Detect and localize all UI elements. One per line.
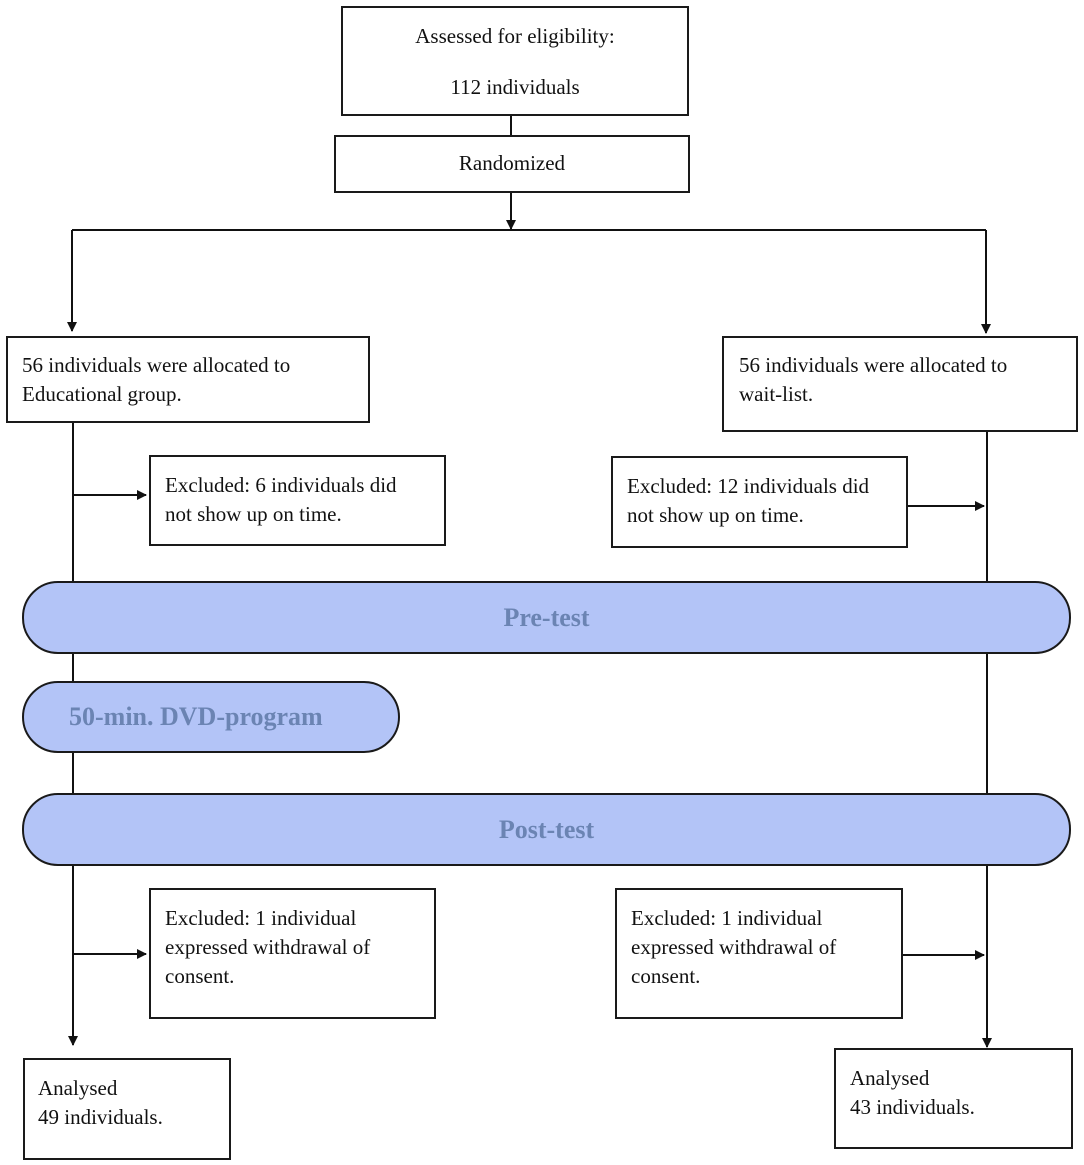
waitlist-group-text: 56 individuals were allocated to wait-li… xyxy=(739,353,1008,406)
analysed-box-left: Analysed 49 individuals. xyxy=(23,1058,231,1160)
excluded-box-left-1: Excluded: 6 individuals did not show up … xyxy=(149,455,446,546)
analysed-text-left: Analysed 49 individuals. xyxy=(38,1076,163,1129)
assessed-label: Assessed for eligibility: xyxy=(415,24,615,48)
pretest-banner: Pre-test xyxy=(22,581,1071,654)
posttest-label: Post-test xyxy=(498,814,595,844)
waitlist-group-box: 56 individuals were allocated to wait-li… xyxy=(722,336,1078,432)
assessed-eligibility-box: Assessed for eligibility: 112 individual… xyxy=(341,6,689,116)
excluded-text-left-2: Excluded: 1 individual expressed withdra… xyxy=(165,906,371,988)
analysed-box-right: Analysed 43 individuals. xyxy=(834,1048,1073,1149)
excluded-box-right-1: Excluded: 12 individuals did not show up… xyxy=(611,456,908,548)
educational-group-text: 56 individuals were allocated to Educati… xyxy=(22,353,291,406)
excluded-box-left-2: Excluded: 1 individual expressed withdra… xyxy=(149,888,436,1019)
excluded-box-right-2: Excluded: 1 individual expressed withdra… xyxy=(615,888,903,1019)
excluded-text-right-2: Excluded: 1 individual expressed withdra… xyxy=(631,906,837,988)
posttest-banner: Post-test xyxy=(22,793,1071,866)
excluded-text-right-1: Excluded: 12 individuals did not show up… xyxy=(627,474,870,527)
pretest-label: Pre-test xyxy=(503,602,590,632)
educational-group-box: 56 individuals were allocated to Educati… xyxy=(6,336,370,423)
randomized-box: Randomized xyxy=(334,135,690,193)
assessed-count: 112 individuals xyxy=(450,75,580,99)
dvd-program-label: 50-min. DVD-program xyxy=(69,702,323,731)
excluded-text-left-1: Excluded: 6 individuals did not show up … xyxy=(165,473,397,526)
randomized-label: Randomized xyxy=(458,151,566,175)
analysed-text-right: Analysed 43 individuals. xyxy=(850,1066,975,1119)
dvd-program-banner: 50-min. DVD-program xyxy=(22,681,400,753)
